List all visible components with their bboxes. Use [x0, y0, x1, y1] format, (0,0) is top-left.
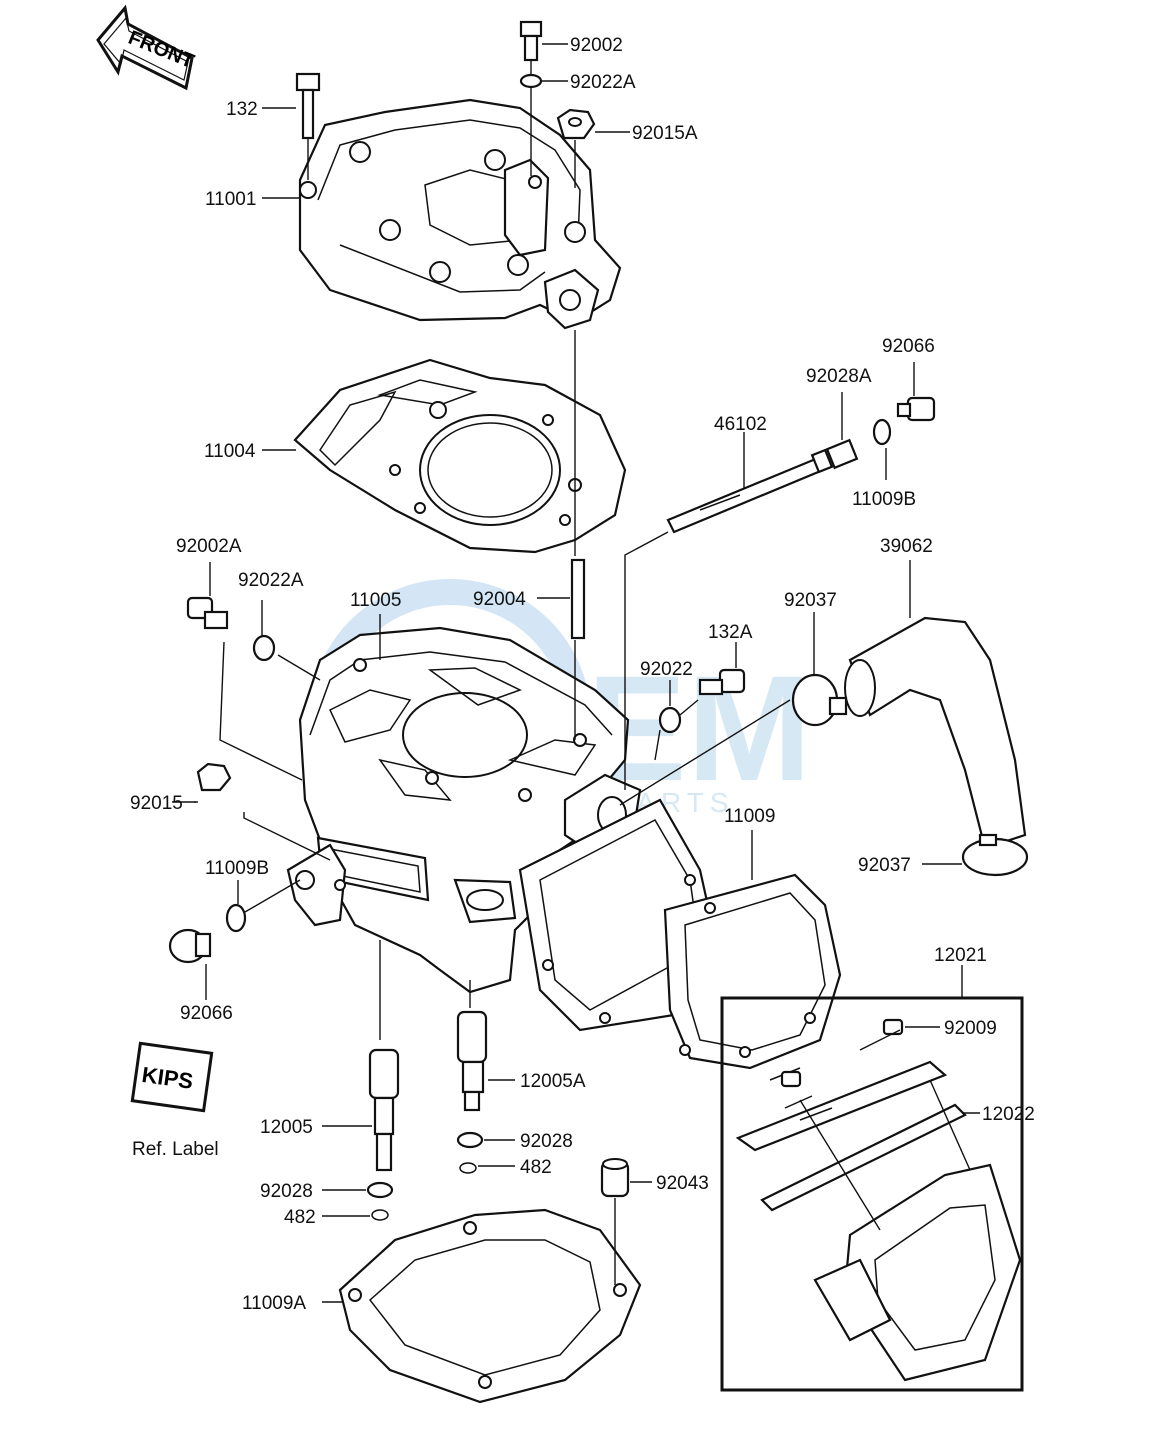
stud-92004 — [570, 558, 586, 640]
base-gasket-11009A — [338, 1208, 642, 1404]
front-arrow-icon: FRONT — [96, 4, 197, 91]
label-482-mid: 482 — [520, 1157, 552, 1178]
ref-label-text: Ref. Label — [132, 1139, 219, 1160]
label-132: 132 — [226, 99, 258, 120]
reed-valve-box-12021 — [720, 996, 1024, 1392]
label-92022A-left: 92022A — [238, 570, 304, 591]
part-labels: 92002 92022A 92015A 132 11001 92066 9202… — [130, 35, 1035, 1314]
label-92022: 92022 — [640, 659, 693, 680]
label-92002A: 92002A — [176, 536, 242, 557]
circlip-482-mid — [459, 1162, 477, 1174]
bolt-132 — [295, 72, 321, 140]
label-12005: 12005 — [260, 1117, 313, 1138]
valve-12005A — [456, 1010, 488, 1112]
label-92028-left: 92028 — [260, 1181, 313, 1202]
label-92043: 92043 — [656, 1173, 709, 1194]
label-482-left: 482 — [284, 1207, 316, 1228]
washer-92028-mid — [456, 1131, 484, 1149]
label-92002: 92002 — [570, 35, 623, 56]
dowel-92043 — [600, 1158, 630, 1198]
label-92066-top: 92066 — [882, 336, 935, 357]
label-39062: 39062 — [880, 536, 933, 557]
label-92037-top: 92037 — [784, 590, 837, 611]
cylinder-head-11001 — [298, 98, 622, 330]
reed-gasket-11009 — [663, 873, 842, 1070]
label-92028-mid: 92028 — [520, 1131, 573, 1152]
label-92066-left: 92066 — [180, 1003, 233, 1024]
washer-92028-left — [366, 1181, 394, 1199]
washer-92022 — [658, 706, 682, 734]
label-92022A-top: 92022A — [570, 72, 636, 93]
valve-12005 — [368, 1048, 400, 1172]
label-11009B-left: 11009B — [205, 858, 269, 879]
label-11005: 11005 — [350, 590, 401, 611]
label-46102: 46102 — [714, 414, 767, 435]
label-11009: 11009 — [724, 806, 775, 827]
label-11009B-top: 11009B — [852, 489, 916, 510]
collar-92028A — [825, 438, 859, 470]
bolt-92002 — [519, 20, 543, 62]
washer-92022A-top — [519, 73, 543, 89]
label-92037-bottom: 92037 — [858, 855, 911, 876]
label-92004: 92004 — [473, 589, 526, 610]
label-92028A: 92028A — [806, 366, 872, 387]
label-92009: 92009 — [944, 1018, 997, 1039]
plug-92002A — [186, 596, 229, 630]
label-11009A: 11009A — [242, 1293, 306, 1314]
label-92015A: 92015A — [632, 123, 698, 144]
bolt-132A — [698, 668, 746, 696]
nut-92015A — [556, 108, 596, 140]
nut-92015 — [196, 762, 232, 792]
head-gasket-11004 — [293, 358, 627, 554]
label-12021: 12021 — [934, 945, 987, 966]
label-11004: 11004 — [204, 441, 256, 462]
washer-11009B-left — [225, 903, 247, 933]
hose-clamp-92037-top — [791, 673, 848, 727]
washer-11009B-top — [872, 418, 892, 446]
drain-plug-92066-top — [896, 396, 936, 422]
circlip-482-left — [371, 1209, 389, 1221]
drain-plug-92066-left — [168, 928, 212, 964]
washer-92022A-left — [252, 634, 276, 662]
leader-lines — [172, 43, 980, 1303]
kips-ref-label: KIPS — [130, 1041, 214, 1113]
valve-rod-46102 — [666, 448, 834, 534]
coolant-hose-39062 — [844, 616, 1027, 850]
label-92015: 92015 — [130, 793, 183, 814]
label-11001: 11001 — [205, 189, 256, 210]
label-12022: 12022 — [982, 1104, 1035, 1125]
label-12005A: 12005A — [520, 1071, 586, 1092]
label-132A: 132A — [708, 622, 753, 643]
hose-clamp-92037-bottom — [961, 833, 1029, 877]
